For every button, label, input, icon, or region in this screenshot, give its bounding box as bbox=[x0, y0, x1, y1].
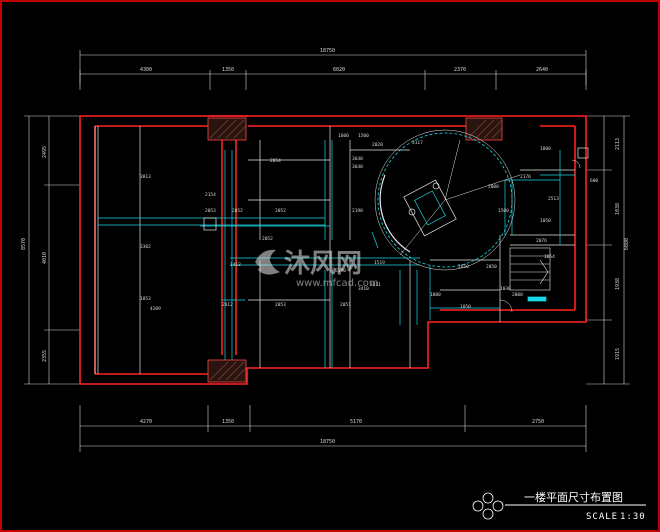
room-label: 2000 bbox=[488, 184, 499, 190]
room-label: 1030 bbox=[500, 286, 511, 292]
room-label: 2051 bbox=[340, 302, 351, 308]
room-label: 2650 bbox=[458, 264, 469, 270]
room-label: 1800 bbox=[430, 292, 441, 298]
title-block: 一楼平面尺寸布置图 SCALE 1:30 bbox=[472, 490, 646, 522]
room-label: 1853 bbox=[140, 296, 151, 302]
rotunda bbox=[374, 129, 521, 271]
watermark: 沐风网 www.mfcad.com bbox=[255, 249, 379, 289]
bottom-dimension-2: 1350 bbox=[222, 419, 234, 425]
room-label: 1413 bbox=[230, 262, 241, 268]
room-label: 3813 bbox=[140, 174, 151, 180]
room-label: 3117 bbox=[412, 140, 423, 146]
watermark-brand: 沐风网 bbox=[284, 249, 362, 279]
room-label: 2190 bbox=[352, 208, 363, 214]
room-label: 1519 bbox=[374, 260, 385, 266]
scale-value: 1:30 bbox=[620, 512, 646, 522]
room-label: 1500 bbox=[358, 133, 369, 139]
top-dimension-chain bbox=[79, 50, 587, 90]
room-label: 2053 bbox=[205, 208, 216, 214]
room-label: 3311 bbox=[370, 282, 381, 288]
reception-desk bbox=[403, 179, 457, 237]
room-label: 2053 bbox=[275, 302, 286, 308]
room-label: 1500 bbox=[498, 208, 509, 214]
room-label: 2052 bbox=[232, 208, 243, 214]
room-label: 1054 bbox=[544, 254, 555, 260]
top-total-dimension: 18750 bbox=[320, 48, 335, 54]
drawing-symbol-icon bbox=[472, 492, 504, 520]
right-dimension-1: 2113 bbox=[615, 138, 621, 150]
drawing-title: 一楼平面尺寸布置图 bbox=[524, 490, 623, 504]
top-dimension-4: 2370 bbox=[454, 67, 466, 73]
room-label: 1800 bbox=[540, 146, 551, 152]
right-dimension-3: 1938 bbox=[615, 278, 621, 290]
room-label: 2020 bbox=[372, 142, 383, 148]
room-label: 2176 bbox=[520, 174, 531, 180]
bottom-dimension-3: 5170 bbox=[350, 419, 362, 425]
bottom-dimension-4: 2750 bbox=[532, 419, 544, 425]
staircase bbox=[509, 247, 551, 291]
left-dimension-chain bbox=[24, 115, 80, 385]
scale-label: SCALE bbox=[586, 512, 618, 522]
room-label: 1600 bbox=[338, 133, 349, 139]
room-label: 2513 bbox=[548, 196, 559, 202]
watermark-logo-icon bbox=[255, 249, 280, 275]
room-label: 2052 bbox=[275, 208, 286, 214]
room-label: 600 bbox=[590, 178, 598, 184]
room-label: 5190 bbox=[335, 268, 346, 274]
room-label: 3302 bbox=[140, 244, 151, 250]
right-dimension-chain bbox=[586, 115, 630, 385]
room-label: 2000 bbox=[512, 292, 523, 298]
bottom-dimension-chain bbox=[79, 405, 587, 452]
left-dimension-1: 2495 bbox=[42, 146, 48, 158]
room-label: 2154 bbox=[205, 192, 216, 198]
bottom-total-dimension: 18750 bbox=[320, 439, 335, 445]
top-dimension-3: 6020 bbox=[333, 67, 345, 73]
column-top-right bbox=[465, 117, 503, 141]
room-label: 2012 bbox=[222, 302, 233, 308]
room-label: 2054 bbox=[270, 158, 281, 164]
left-dimension-3: 2355 bbox=[42, 350, 48, 362]
room-label: 3410 bbox=[358, 286, 369, 292]
room-label: 2076 bbox=[536, 238, 547, 244]
top-dimension-1: 4300 bbox=[140, 67, 152, 73]
room-label: 1050 bbox=[540, 218, 551, 224]
room-label: 3640 bbox=[352, 164, 363, 170]
door-swings bbox=[499, 159, 581, 313]
structural-columns bbox=[207, 117, 503, 383]
right-total-dimension: 6080 bbox=[624, 238, 630, 250]
watermark-url: www.mfcad.com bbox=[296, 278, 379, 289]
room-label: 2050 bbox=[486, 264, 497, 270]
room-label: 2052 bbox=[262, 236, 273, 242]
room-label: 3640 bbox=[352, 156, 363, 162]
room-label: 4209 bbox=[150, 306, 161, 312]
left-dimension-2: 4010 bbox=[42, 252, 48, 264]
top-dimension-2: 1350 bbox=[222, 67, 234, 73]
interior-partitions bbox=[94, 126, 575, 374]
right-dimension-4: 1915 bbox=[615, 348, 621, 360]
top-dimension-5: 2640 bbox=[536, 67, 548, 73]
room-label: 1050 bbox=[460, 304, 471, 310]
left-total-dimension: 8570 bbox=[21, 238, 27, 250]
right-dimension-2: 1038 bbox=[615, 203, 621, 215]
misc-details bbox=[203, 147, 589, 302]
bottom-dimension-1: 4270 bbox=[140, 419, 152, 425]
